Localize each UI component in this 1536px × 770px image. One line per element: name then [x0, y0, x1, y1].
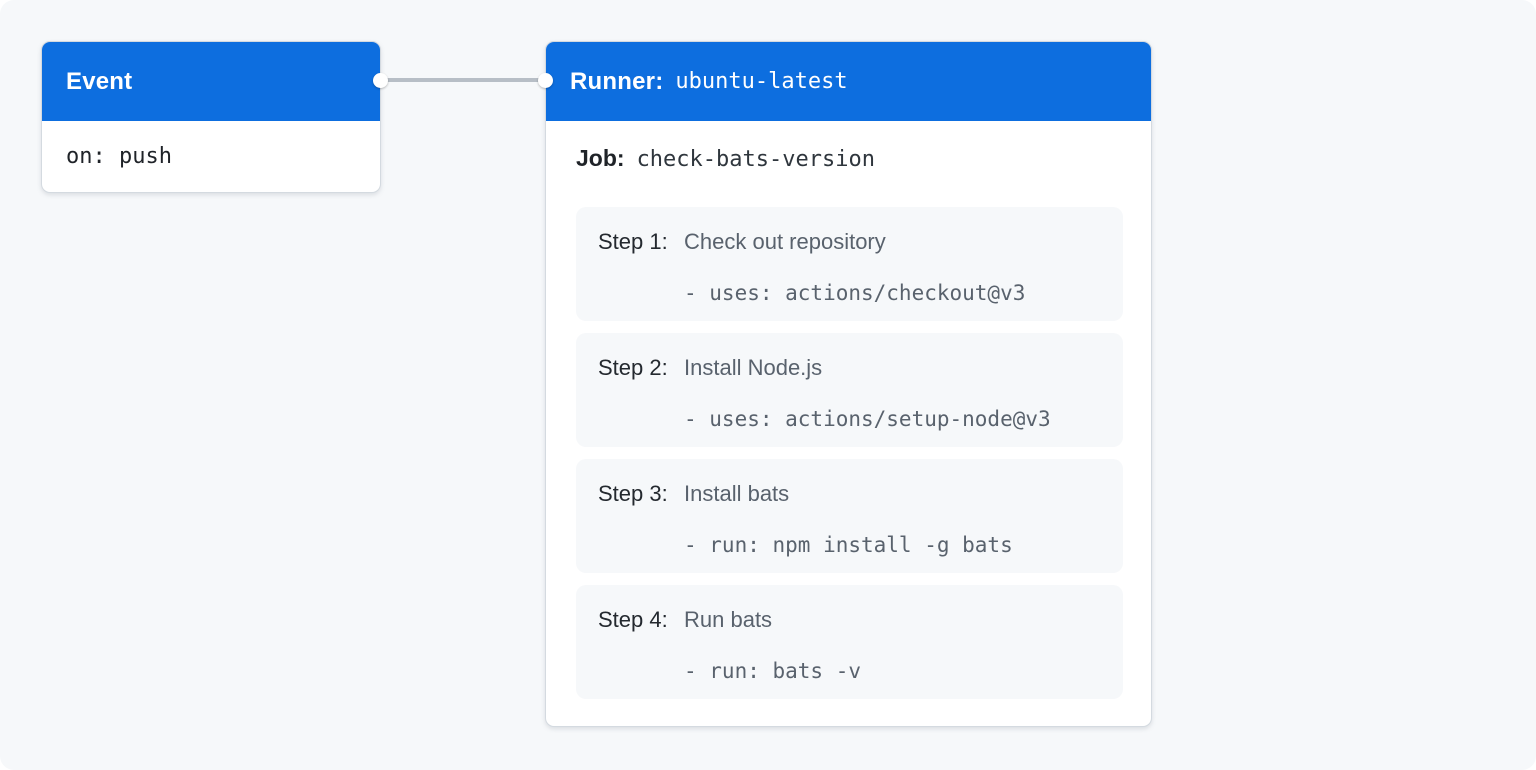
connector-dot-right [537, 72, 553, 88]
event-node-header: Event [42, 42, 380, 121]
runner-node-header: Runner: ubuntu-latest [546, 42, 1151, 121]
step-2-code: - uses: actions/setup-node@v3 [684, 407, 1051, 431]
runner-node-body: Job: check-bats-version Step 1: Check ou… [546, 121, 1151, 699]
step-4-title: Run bats [684, 607, 773, 632]
job-row: Job: check-bats-version [576, 143, 1121, 175]
step-4-code: - run: bats -v [684, 659, 862, 683]
step-1-code: - uses: actions/checkout@v3 [684, 281, 1026, 305]
event-title: Event [66, 67, 133, 95]
step-card-3: Step 3: Install bats - run: npm install … [576, 459, 1123, 573]
step-3-label: Step 3: [598, 481, 668, 506]
job-name: check-bats-version [636, 147, 875, 172]
connector-line [380, 78, 545, 82]
event-node: Event on: push [41, 41, 381, 193]
step-card-2: Step 2: Install Node.js - uses: actions/… [576, 333, 1123, 447]
step-3-code: - run: npm install -g bats [684, 533, 1013, 557]
step-1-title: Check out repository [684, 229, 886, 254]
step-card-4: Step 4: Run bats - run: bats -v [576, 585, 1123, 699]
event-trigger-code: on: push [66, 144, 172, 169]
event-node-body: on: push [42, 121, 380, 192]
step-2-title: Install Node.js [684, 355, 823, 380]
runner-node: Runner: ubuntu-latest Job: check-bats-ve… [545, 41, 1152, 727]
step-4-label: Step 4: [598, 607, 668, 632]
runner-title-label: Runner: [570, 67, 664, 95]
job-label: Job: [576, 145, 625, 171]
step-2-label: Step 2: [598, 355, 668, 380]
step-3-title: Install bats [684, 481, 790, 506]
step-card-1: Step 1: Check out repository - uses: act… [576, 207, 1123, 321]
runner-title-value: ubuntu-latest [675, 69, 848, 94]
step-1-label: Step 1: [598, 229, 668, 254]
connector-dot-left [372, 72, 388, 88]
